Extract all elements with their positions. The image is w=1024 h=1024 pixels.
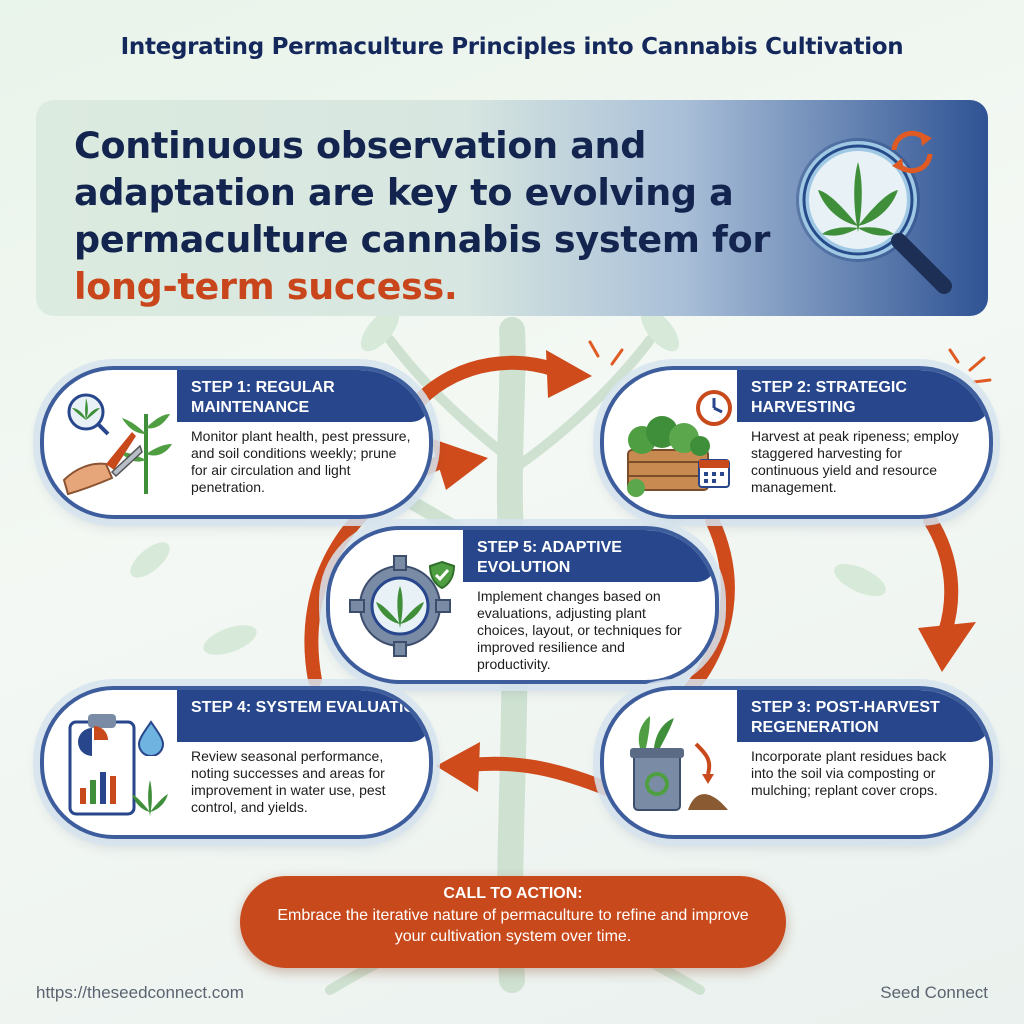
compost-bin-icon (630, 716, 728, 811)
step-1-description: Monitor plant health, pest pressure, and… (191, 428, 411, 495)
step-2-title: STEP 2: STRATEGIC HARVESTING (737, 370, 989, 422)
refresh-arrows-icon (891, 130, 933, 174)
call-to-action-box: CALL TO ACTION: Embrace the iterative na… (240, 876, 786, 968)
water-drop-icon (137, 720, 165, 756)
shield-check-icon (428, 560, 456, 590)
harvest-basket-icon (627, 416, 710, 497)
step-5-description: Implement changes based on evaluations, … (477, 588, 682, 672)
step-4-description: Review seasonal performance, noting succ… (191, 748, 386, 815)
clipboard-chart-icon (68, 714, 168, 816)
step-2-card: STEP 2: STRATEGIC HARVESTING Harvest at … (600, 366, 993, 519)
page-title: Integrating Permaculture Principles into… (120, 34, 904, 60)
pruning-shears-icon (62, 393, 172, 496)
hero-accent-text: long-term success. (74, 265, 458, 308)
footer-url[interactable]: https://theseedconnect.com (36, 983, 244, 1002)
gear-leaf-icon (349, 555, 451, 657)
step-1-title: STEP 1: REGULAR MAINTENANCE (177, 370, 429, 422)
step-4-title: STEP 4: SYSTEM EVALUATION (177, 690, 429, 742)
step-3-card: STEP 3: POST-HARVEST REGENERATION Incorp… (600, 686, 993, 839)
footer-brand: Seed Connect (880, 983, 988, 1002)
step-4-card: STEP 4: SYSTEM EVALUATION Review seasona… (40, 686, 433, 839)
hero-statement: Continuous observation and adaptation ar… (74, 122, 794, 310)
hero-text: Continuous observation and adaptation ar… (74, 124, 771, 261)
cta-title: CALL TO ACTION: (443, 885, 583, 902)
step-2-description: Harvest at peak ripeness; employ stagger… (751, 428, 959, 495)
step-3-title: STEP 3: POST-HARVEST REGENERATION (737, 690, 989, 742)
cta-text: Embrace the iterative nature of permacul… (277, 907, 749, 945)
step-1-card: STEP 1: REGULAR MAINTENANCE Monitor plan… (40, 366, 433, 519)
magnifier-leaf-icon (796, 138, 952, 294)
step-5-card: STEP 5: ADAPTIVE EVOLUTION Implement cha… (326, 526, 719, 684)
clock-icon (696, 390, 732, 426)
step-3-description: Incorporate plant residues back into the… (751, 748, 947, 798)
calendar-icon (698, 459, 730, 488)
step-5-title: STEP 5: ADAPTIVE EVOLUTION (463, 530, 715, 582)
